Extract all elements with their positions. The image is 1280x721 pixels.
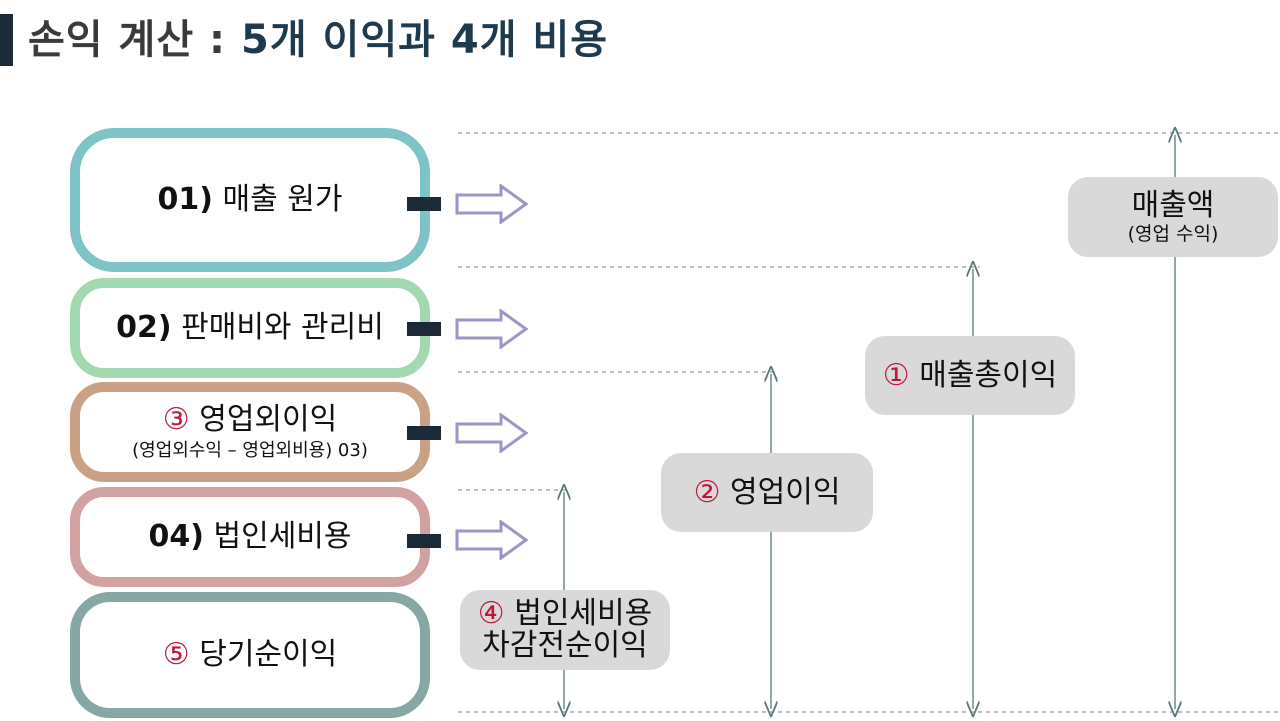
category-number: 02) bbox=[116, 310, 172, 345]
profit-label: 매출총이익 bbox=[919, 357, 1058, 393]
page-title: 손익 계산 : 5개 이익과 4개 비용 bbox=[28, 10, 608, 70]
title-accent: 5개 이익과 4개 비용 bbox=[241, 17, 609, 63]
category-box-cost-of-sales: 01) 매출 원가 bbox=[70, 128, 430, 272]
profit-label: 매출액 bbox=[1131, 188, 1215, 223]
category-sublabel: (영업외수익 – 영업외비용) 03) bbox=[132, 440, 368, 461]
category-label: 법인세비용 bbox=[213, 519, 352, 554]
category-box-non-operating: ③ 영업외이익 (영업외수익 – 영업외비용) 03) bbox=[70, 382, 430, 482]
profit-box-operating-profit: ② 영업이익 bbox=[661, 453, 873, 532]
profit-box-gross-profit: ① 매출총이익 bbox=[865, 336, 1075, 415]
profit-sublabel: (영업 수익) bbox=[1127, 223, 1219, 245]
hollow-right-arrow-icon bbox=[455, 309, 529, 349]
category-label: 판매비와 관리비 bbox=[181, 310, 384, 345]
profit-number: ① bbox=[882, 357, 910, 393]
hollow-right-arrow-icon bbox=[455, 520, 529, 560]
category-box-sga: 02) 판매비와 관리비 bbox=[70, 278, 430, 378]
profit-label: 영업이익 bbox=[730, 474, 841, 510]
hollow-right-arrow-icon bbox=[455, 184, 529, 224]
category-label: 영업외이익 bbox=[199, 402, 338, 437]
category-number: ⑤ bbox=[162, 637, 190, 672]
title-main: 손익 계산 : bbox=[28, 17, 227, 63]
title-accent-bar bbox=[0, 14, 13, 66]
category-number: 04) bbox=[148, 519, 204, 554]
profit-label: 법인세비용 bbox=[514, 596, 653, 631]
connector-bar bbox=[407, 197, 441, 211]
category-box-net-income: ⑤ 당기순이익 bbox=[70, 592, 430, 718]
category-number: ③ bbox=[162, 402, 190, 437]
category-number: 01) bbox=[157, 182, 213, 217]
profit-box-revenue: 매출액 (영업 수익) bbox=[1068, 177, 1278, 257]
profit-box-pretax-income: ④ 법인세비용 차감전순이익 bbox=[460, 590, 670, 670]
category-label: 당기순이익 bbox=[199, 637, 338, 672]
profit-label-line2: 차감전순이익 bbox=[482, 628, 648, 663]
connector-bar bbox=[407, 322, 441, 336]
profit-number: ② bbox=[693, 474, 721, 510]
category-label: 매출 원가 bbox=[222, 182, 343, 217]
connector-bar bbox=[407, 426, 441, 440]
connector-bar bbox=[407, 534, 441, 548]
category-box-income-tax: 04) 법인세비용 bbox=[70, 487, 430, 587]
hollow-right-arrow-icon bbox=[455, 413, 529, 453]
profit-number: ④ bbox=[477, 596, 505, 631]
